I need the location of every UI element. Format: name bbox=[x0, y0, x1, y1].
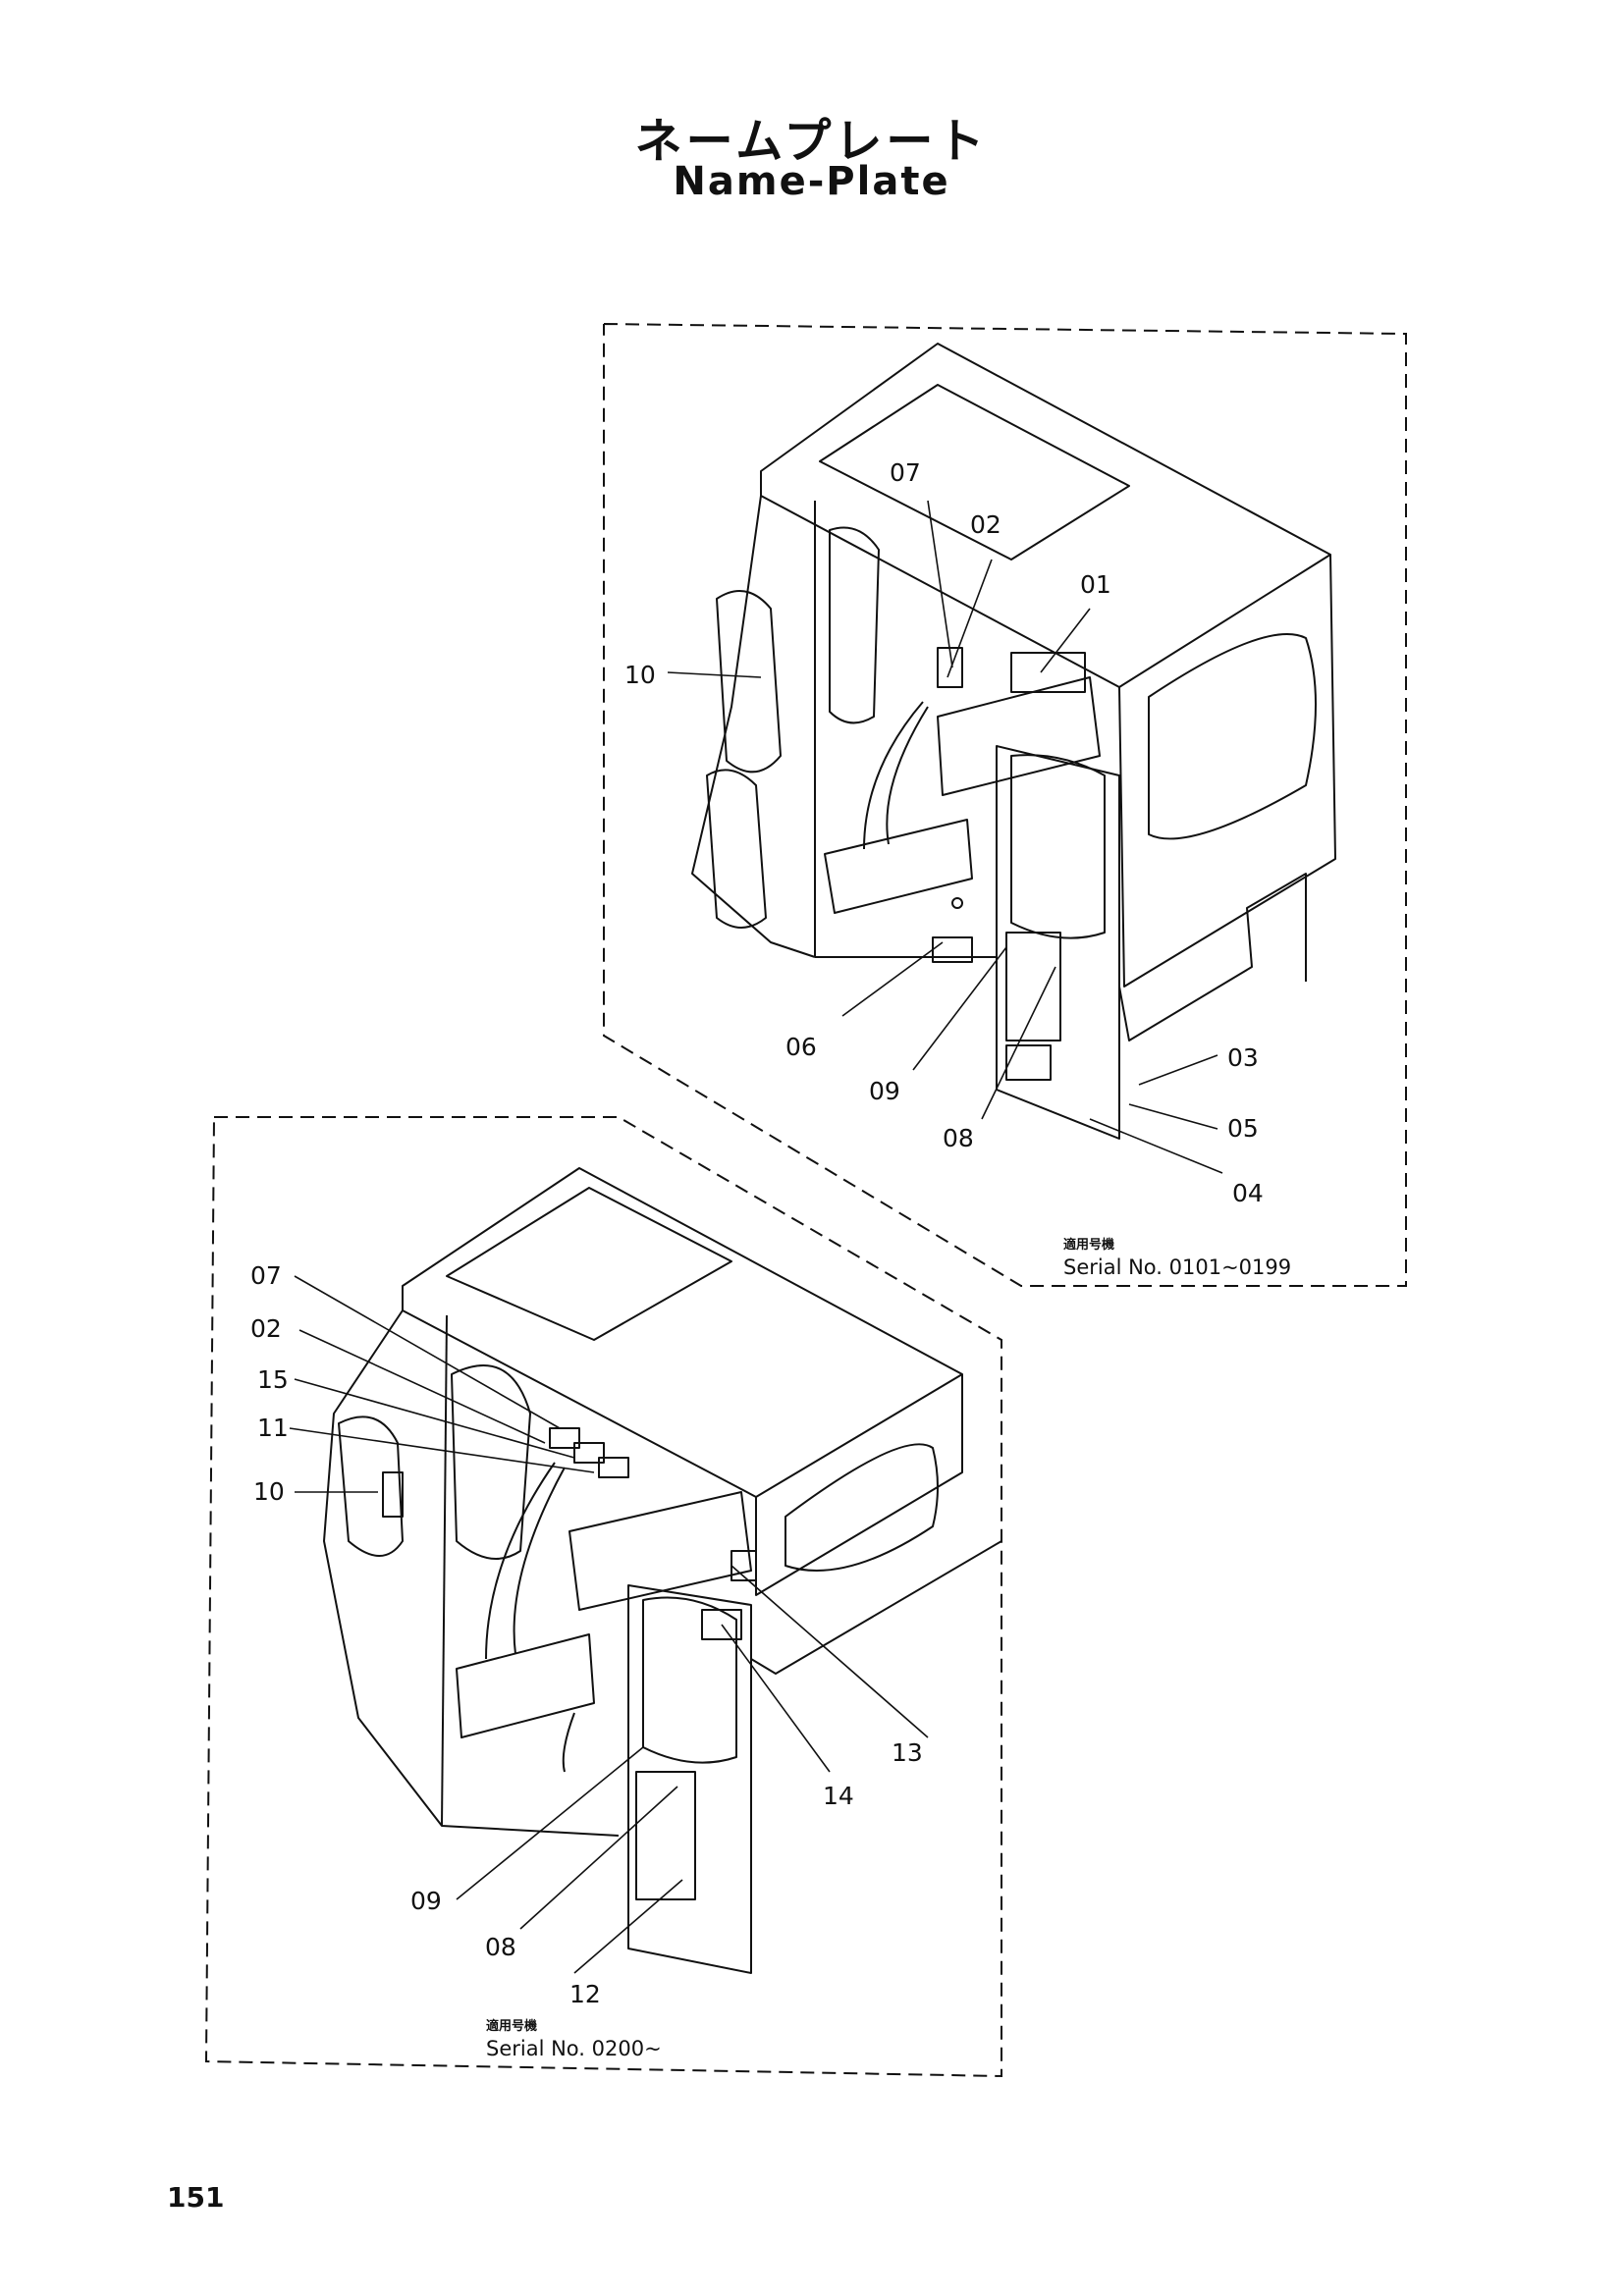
bottom-leader-lines bbox=[289, 1275, 929, 1974]
callout-05: 05 bbox=[1227, 1114, 1259, 1143]
callout-09: 09 bbox=[869, 1077, 900, 1105]
callout-04: 04 bbox=[1232, 1179, 1264, 1207]
callout-07: 07 bbox=[250, 1261, 282, 1290]
callout-10: 10 bbox=[624, 661, 656, 689]
page-title-en: Name-Plate bbox=[673, 159, 950, 204]
callout-10: 10 bbox=[253, 1477, 285, 1506]
top-leader-lines bbox=[667, 500, 1223, 1174]
applicable-model-label: 適用号機 bbox=[486, 2018, 537, 2034]
callout-01: 01 bbox=[1080, 570, 1111, 599]
callout-13: 13 bbox=[892, 1738, 923, 1767]
callout-08: 08 bbox=[943, 1124, 974, 1152]
callout-12: 12 bbox=[569, 1980, 601, 2008]
top-cab-drawing bbox=[691, 343, 1336, 1140]
callout-14: 14 bbox=[823, 1782, 854, 1810]
callout-07: 07 bbox=[890, 458, 921, 487]
callout-02: 02 bbox=[970, 510, 1001, 539]
callout-06: 06 bbox=[785, 1033, 817, 1061]
bottom-view-frame bbox=[204, 1116, 1002, 2078]
callout-09: 09 bbox=[410, 1887, 442, 1915]
applicable-model-label: 適用号機 bbox=[1063, 1237, 1114, 1253]
page-title-jp: ネームプレート bbox=[634, 114, 989, 169]
callout-03: 03 bbox=[1227, 1043, 1259, 1072]
callout-15: 15 bbox=[257, 1365, 289, 1394]
serial-range-label: Serial No. 0101~0199 bbox=[1063, 1255, 1291, 1279]
callout-08: 08 bbox=[485, 1933, 516, 1961]
bottom-cab-drawing bbox=[323, 1167, 1002, 1974]
top-view-frame bbox=[603, 323, 1407, 1287]
page-number: 151 bbox=[167, 2181, 225, 2214]
serial-range-label: Serial No. 0200~ bbox=[486, 2037, 662, 2060]
callout-11: 11 bbox=[257, 1414, 289, 1442]
callout-02: 02 bbox=[250, 1314, 282, 1343]
